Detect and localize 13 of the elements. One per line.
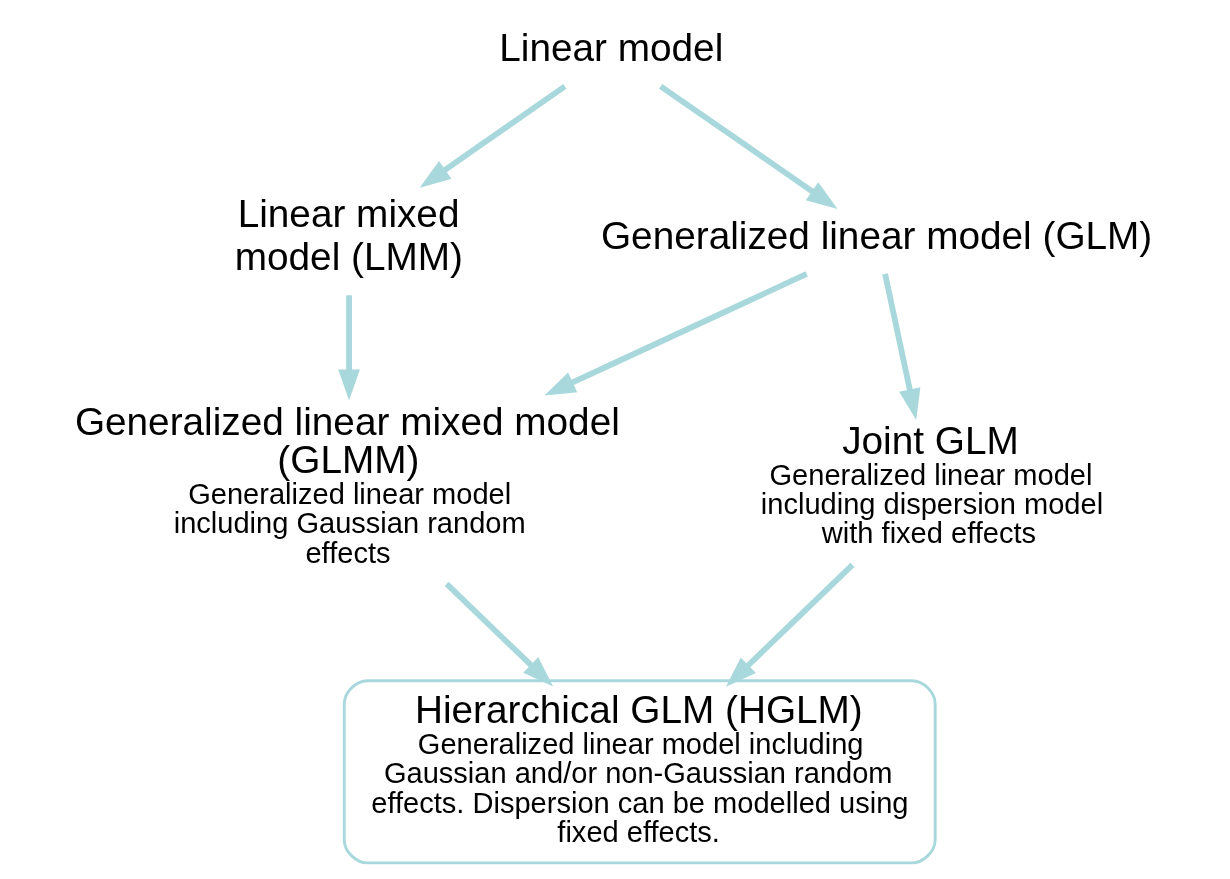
node-text: Generalized linear mixed model (GLMM) Generalized linear model including Gaussian random effects [74, 399, 620, 569]
arrow [659, 83, 838, 209]
node-text: Linear model [499, 25, 724, 69]
arrow [544, 271, 808, 396]
node-box: Hierarchical GLM (HGLM) Generalized linear model including Gaussian and/or non-Gaussian random effects. Dispersion can be modelled using fixed effects. [342, 679, 937, 865]
arrow [725, 562, 855, 687]
node-text: Joint GLM Generalized linear model including dispersion model with fixed effects [760, 419, 1104, 550]
arrow [882, 273, 921, 420]
node-text: Generalized linear model (GLM) [600, 213, 1153, 257]
arrow [444, 581, 554, 687]
node-text: Linear mixed model (LMM) [234, 192, 463, 278]
arrow [419, 83, 567, 188]
arrow [338, 295, 360, 401]
